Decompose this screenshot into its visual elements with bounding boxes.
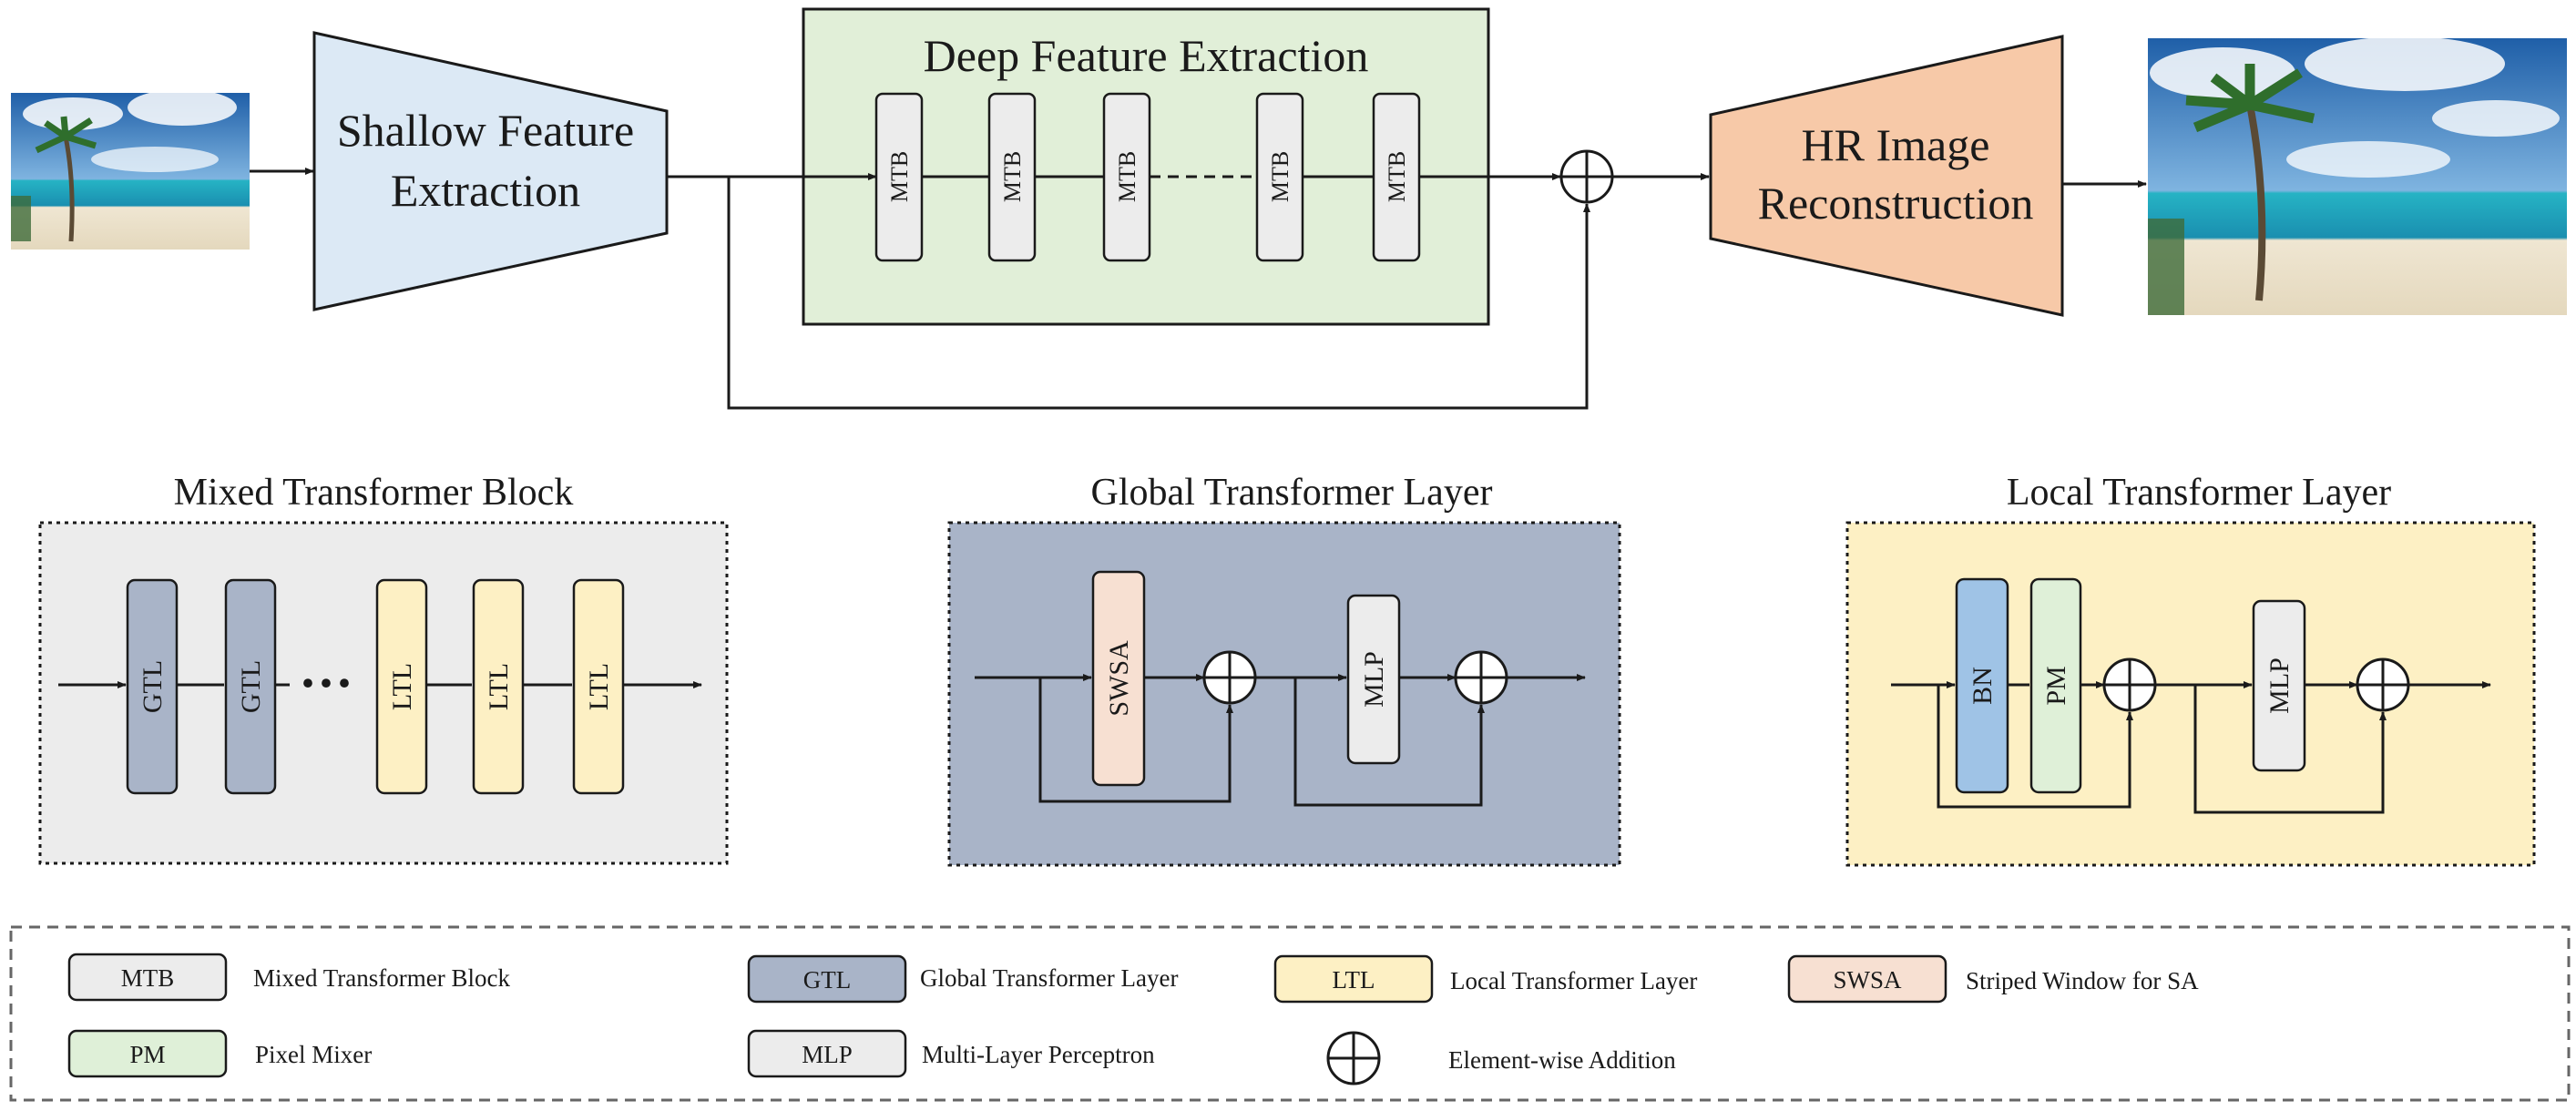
legend-ltl-desc: Local Transformer Layer [1450,967,1697,994]
ltl-add-2-icon [2356,657,2410,712]
mtb-panel-ellipsis: ··· [299,653,353,713]
ltl-2-label: LTL [484,663,514,710]
legend-swsa-desc: Striped Window for SA [1966,967,2199,994]
global-skip-connection [727,177,1590,410]
ltl-3-label: LTL [584,663,614,710]
ltl-1-label: LTL [387,663,417,710]
gtl-1-label: GTL [138,660,168,713]
hr-label-line2: Reconstruction [1758,178,2034,229]
ltl-add-1-icon [2102,657,2157,712]
mtb-block-5: MTB [1372,92,1421,262]
legend-gtl-desc: Global Transformer Layer [920,964,1178,992]
hr-reconstruction-block [1709,35,2064,317]
gtl-mlp-block: MLP [1346,594,1401,765]
lr-input-image [11,89,250,250]
gtl-panel-skip-2 [1293,678,1485,807]
pm-label: PM [2041,666,2071,705]
mtb-block-4: MTB [1255,92,1304,262]
gtl-mlp-label: MLP [1359,651,1389,708]
mtb-block-2: MTB [987,92,1037,262]
gtl-panel [947,521,1621,867]
legend-add-icon [1326,1031,1381,1086]
legend-swsa-key: SWSA [1833,966,1902,994]
legend-add: Element-wise Addition [1326,1031,1676,1086]
legend-pm-desc: Pixel Mixer [255,1041,372,1068]
ltl-block-1: LTL [375,578,428,795]
ltl-panel [1845,521,2536,867]
mtb-block-1: MTB [874,92,924,262]
legend-add-desc: Element-wise Addition [1448,1046,1676,1074]
gtl-2-label: GTL [236,660,266,713]
ltl-mlp-label: MLP [2264,657,2295,714]
gtl-block-2: GTL [224,578,277,795]
gtl-add-1-icon [1202,650,1257,705]
legend-mtb-key: MTB [121,964,175,992]
hr-output-image [2148,36,2567,315]
shallow-label-line2: Extraction [391,165,580,216]
mtb-2-label: MTB [999,151,1026,202]
ltl-panel-skip-2 [2193,685,2387,814]
mtb-1-label: MTB [886,151,913,202]
deep-feature-extraction-title: Deep Feature Extraction [924,30,1369,81]
mtb-panel-title: Mixed Transformer Block [174,472,574,514]
legend-mtb: MTB Mixed Transformer Block [67,953,510,1002]
legend-mlp: MLP Multi-Layer Perceptron [747,1029,1155,1078]
legend-box [9,925,2571,1102]
swsa-block: SWSA [1091,570,1146,787]
mtb-3-label: MTB [1114,151,1140,202]
mtb-5-label: MTB [1384,151,1410,202]
legend-mlp-desc: Multi-Layer Perceptron [922,1041,1155,1068]
ltl-block-3: LTL [572,578,625,795]
ltl-panel-skip-1 [1937,685,2133,809]
pm-block: PM [2029,577,2082,794]
ltl-panel-title: Local Transformer Layer [2007,472,2391,514]
legend-ltl: LTL Local Transformer Layer [1273,954,1697,1004]
gtl-add-2-icon [1454,650,1508,705]
legend-pm-key: PM [129,1041,165,1068]
shallow-feature-extraction-block [312,31,669,311]
legend-mlp-key: MLP [802,1041,853,1068]
shallow-label-line1: Shallow Feature [337,105,634,156]
legend-mtb-desc: Mixed Transformer Block [253,964,510,992]
gtl-block-1: GTL [126,578,179,795]
legend-swsa: SWSA Striped Window for SA [1787,954,2199,1004]
swsa-label: SWSA [1104,640,1134,717]
gtl-panel-skip-1 [1038,678,1233,803]
top-add-icon [1559,149,1614,204]
mtb-4-label: MTB [1267,151,1293,202]
legend-gtl: GTL Global Transformer Layer [747,954,1178,1004]
gtl-panel-title: Global Transformer Layer [1091,472,1493,514]
ltl-block-2: LTL [472,578,525,795]
ltl-mlp-block: MLP [2252,599,2306,772]
mtb-block-3: MTB [1102,92,1151,262]
bn-block: BN [1955,577,2009,794]
legend-ltl-key: LTL [1333,966,1375,994]
bn-label: BN [1968,667,1998,705]
hr-label-line1: HR Image [1802,119,1990,170]
legend-gtl-key: GTL [803,966,851,994]
legend-pm: PM Pixel Mixer [67,1029,372,1078]
